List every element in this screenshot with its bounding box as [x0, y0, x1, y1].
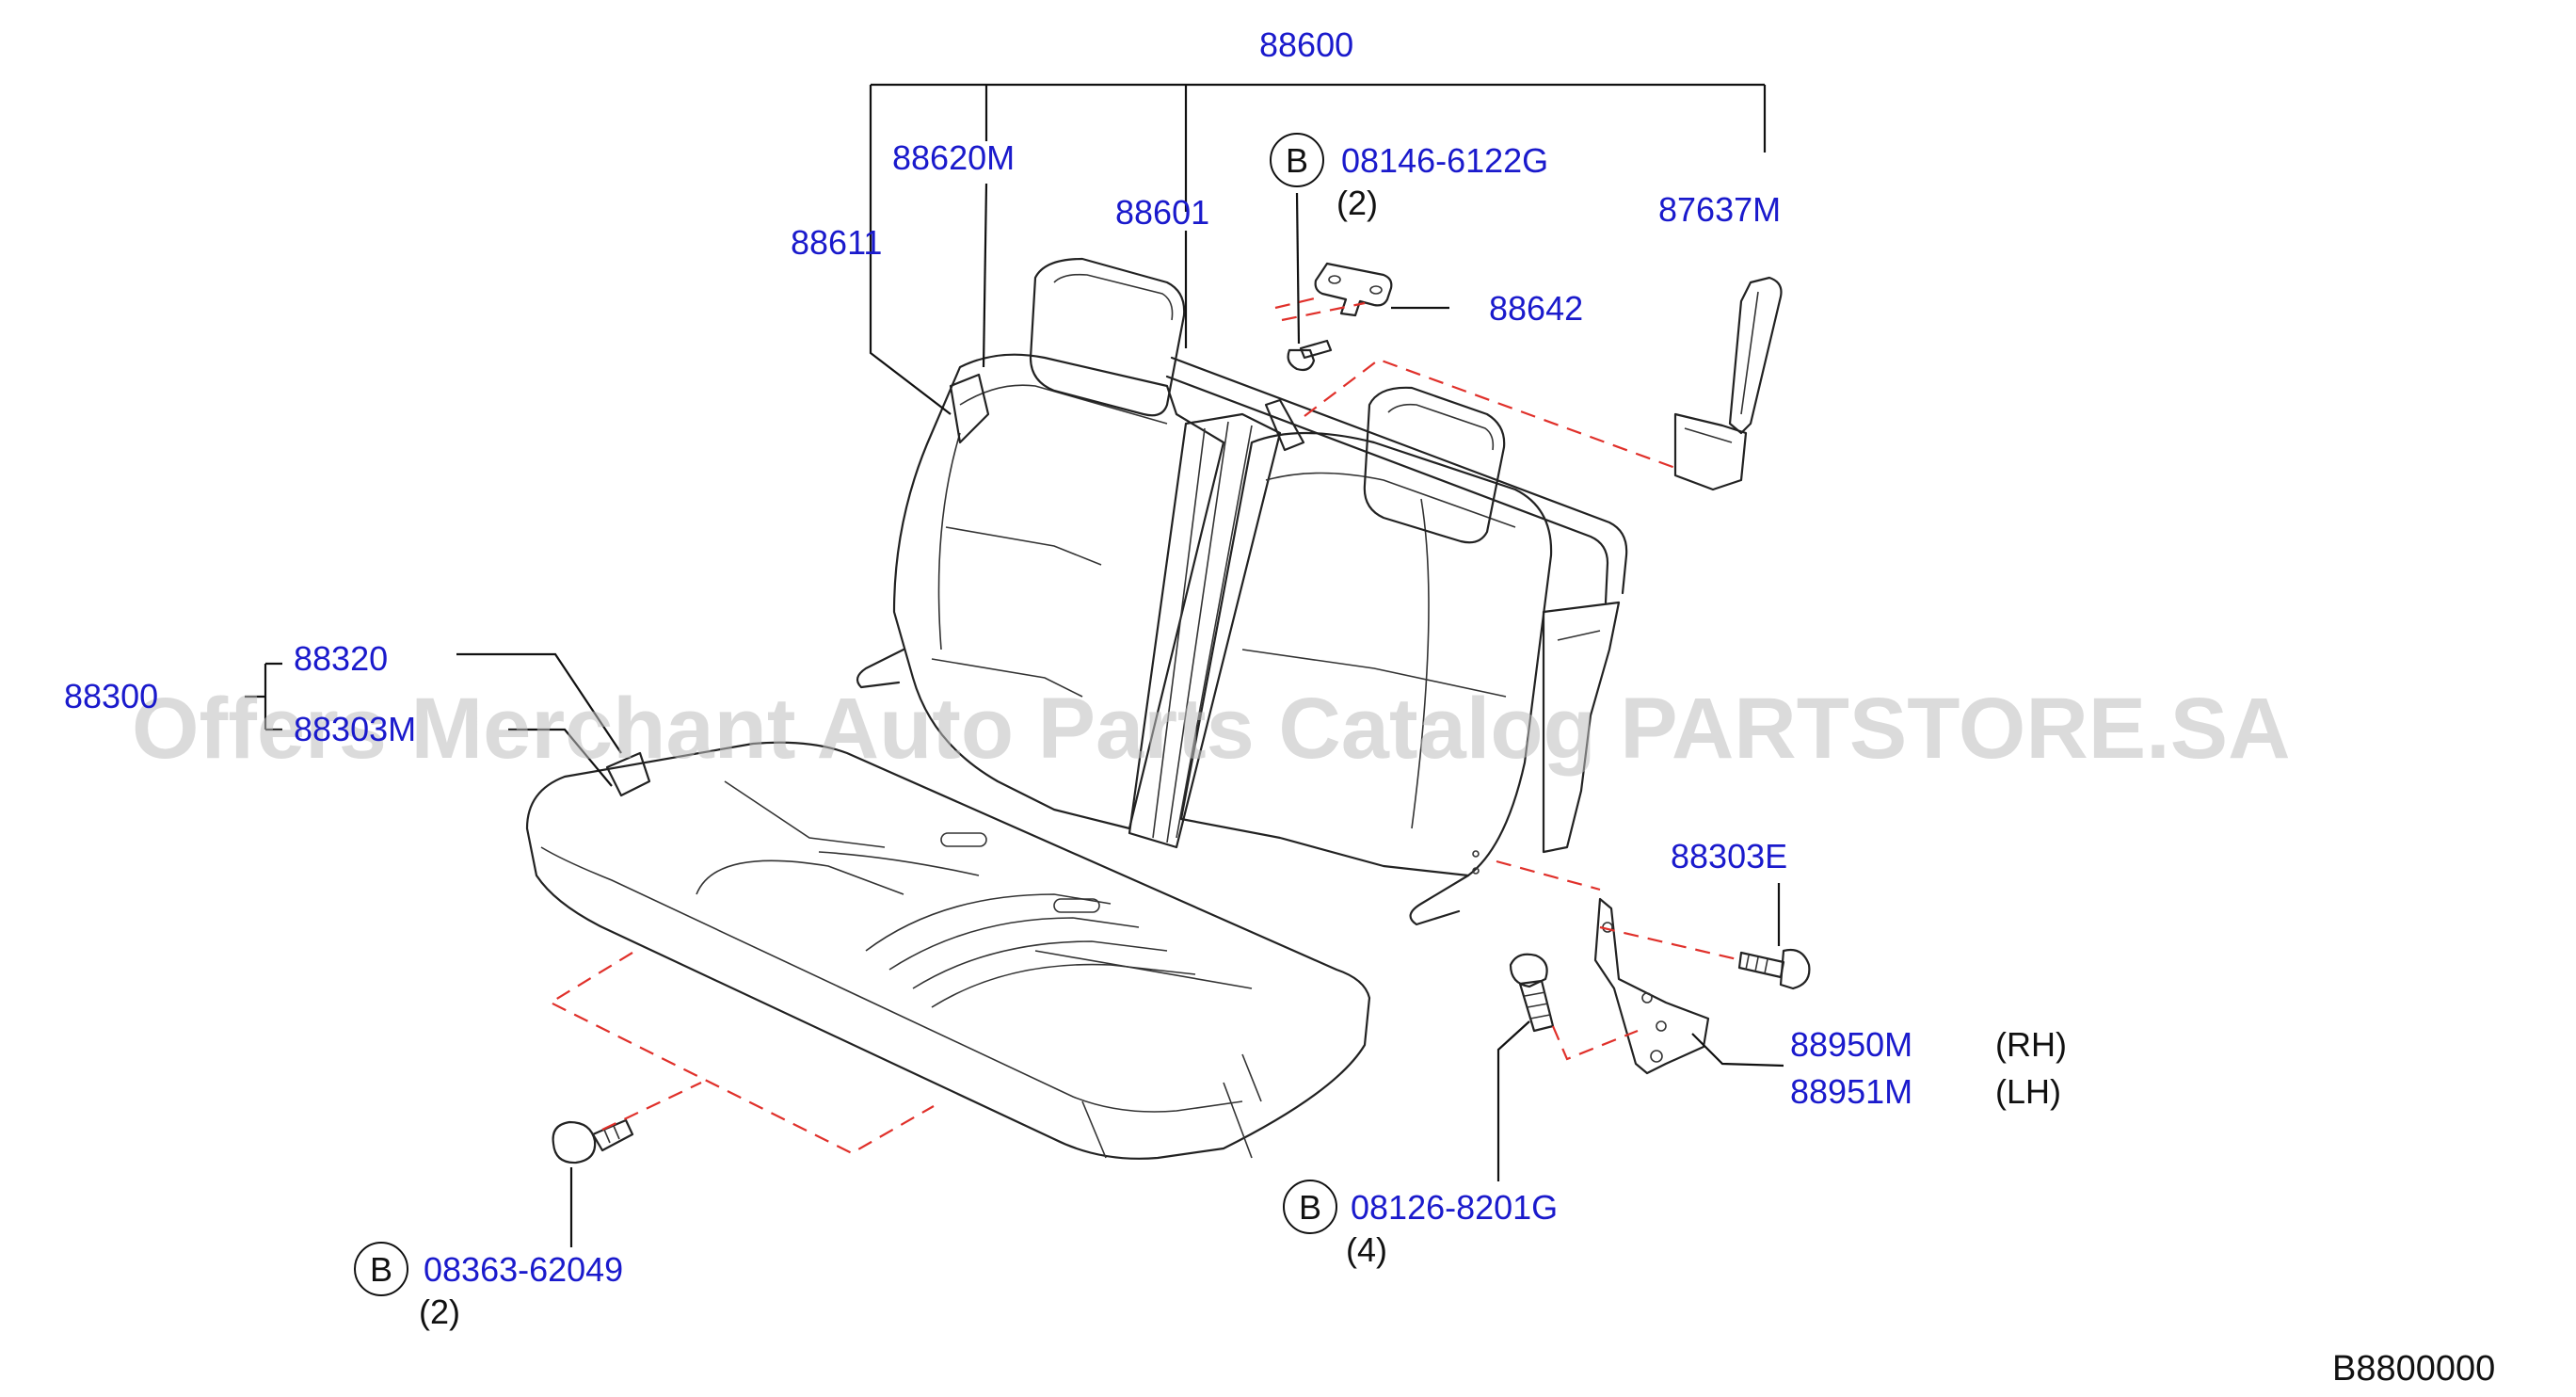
label-88950m[interactable]: 88950M	[1790, 1025, 1912, 1064]
belt-anchor-87637m-drawing	[1673, 276, 1783, 491]
bolt-marker-bottom: B	[370, 1250, 392, 1289]
watermark-text: Offers Merchant Auto Parts Catalog PARTS…	[132, 681, 2291, 777]
qty-08146-6122g: (2)	[1336, 184, 1378, 222]
label-08363-62049[interactable]: 08363-62049	[424, 1250, 623, 1289]
label-87637m[interactable]: 87637M	[1658, 190, 1781, 229]
bolt-marker-circle-bottom	[354, 1242, 408, 1296]
bolt-marker-mid: B	[1299, 1188, 1321, 1227]
side-88950m: (RH)	[1995, 1025, 2067, 1064]
label-08146-6122g[interactable]: 08146-6122G	[1341, 141, 1548, 180]
qty-08363-62049: (2)	[419, 1293, 460, 1331]
bolt-marker-top: B	[1286, 141, 1308, 180]
bolt-marker-circle-mid	[1283, 1180, 1337, 1234]
bolt-marker-circle-top	[1270, 133, 1324, 187]
bracket-88642-drawing	[1314, 262, 1393, 317]
leader-lines	[245, 83, 1784, 1247]
bolt-08146-6122g-drawing	[1287, 339, 1333, 372]
seat-cushion-drawing	[525, 741, 1371, 1160]
bolt-88303e-drawing	[1737, 948, 1811, 990]
label-88600[interactable]: 88600	[1259, 25, 1353, 64]
seat-back-drawing	[856, 257, 1628, 926]
label-88951m[interactable]: 88951M	[1790, 1072, 1912, 1111]
label-88300[interactable]: 88300	[64, 677, 158, 715]
label-88611[interactable]: 88611	[791, 223, 882, 262]
label-88303e[interactable]: 88303E	[1671, 837, 1787, 875]
label-88303m[interactable]: 88303M	[294, 710, 416, 748]
qty-08126-8201g: (4)	[1346, 1230, 1387, 1269]
figure-reference: B8800000	[2332, 1349, 2495, 1389]
bolt-08363-62049-drawing	[552, 1118, 634, 1164]
bolt-08126-8201g-drawing	[1509, 953, 1555, 1033]
label-88642[interactable]: 88642	[1489, 289, 1583, 328]
label-88620m[interactable]: 88620M	[892, 138, 1015, 177]
label-88601[interactable]: 88601	[1115, 193, 1209, 232]
side-88951m: (LH)	[1995, 1072, 2061, 1111]
hinge-bracket-drawing	[1593, 897, 1710, 1075]
dashed-leaders	[548, 295, 1742, 1155]
label-08126-8201g[interactable]: 08126-8201G	[1351, 1188, 1558, 1227]
label-88320[interactable]: 88320	[294, 639, 388, 678]
